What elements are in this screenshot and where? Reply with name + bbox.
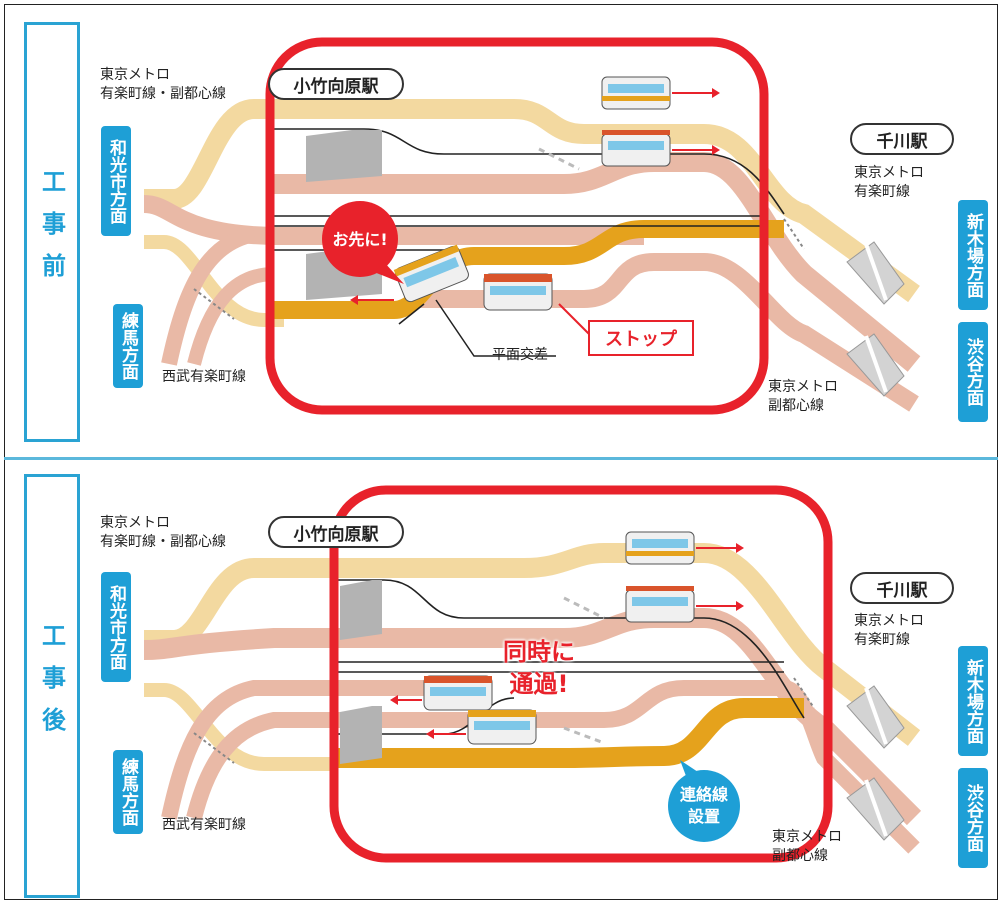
stop-label: ストップ bbox=[588, 320, 694, 356]
line-name-yurakucho: 東京メトロ 有楽町線 bbox=[854, 613, 924, 648]
panel-label-after: 工事後 bbox=[24, 474, 80, 898]
crossing-label: 平面交差 bbox=[492, 347, 548, 363]
track-gold-connection bbox=[334, 698, 804, 768]
line-name-seibu-yurakucho: 西武有楽町線 bbox=[162, 817, 246, 833]
train-stopped bbox=[483, 273, 553, 311]
station-senkawa: 千川駅 bbox=[850, 123, 954, 155]
callout-tail bbox=[374, 262, 404, 284]
dashed-link-1 bbox=[563, 596, 605, 620]
train-fukutoshin-top bbox=[601, 130, 720, 167]
line-name-yurakucho-fukutoshin: 東京メトロ 有楽町線・副都心線 bbox=[100, 515, 226, 550]
train-seibu-outbound bbox=[426, 709, 537, 745]
line-name-yurakucho: 東京メトロ 有楽町線 bbox=[854, 165, 924, 200]
platform-divider-2 bbox=[864, 335, 888, 393]
connection-tail bbox=[680, 760, 698, 776]
train-fukutoshin-outbound bbox=[390, 675, 493, 711]
track-fukutoshin-pink bbox=[143, 608, 922, 826]
platform-1 bbox=[306, 130, 382, 182]
callout-bubble bbox=[322, 201, 398, 277]
simultaneous-passage-label: 同時に 通過! bbox=[503, 638, 575, 698]
stop-leader bbox=[558, 303, 590, 335]
train-fukutoshin-top bbox=[625, 586, 744, 623]
dashed-link-2 bbox=[193, 288, 235, 320]
connection-label: 連絡線 設置 bbox=[679, 785, 728, 826]
direction-shinkiba: 新木場方面 bbox=[958, 200, 988, 310]
rail-line-1 bbox=[334, 579, 805, 719]
station-kotake-mukaihara: 小竹向原駅 bbox=[268, 516, 404, 548]
track-yurakucho-light bbox=[144, 543, 921, 746]
track-gold bbox=[274, 220, 784, 319]
line-name-yurakucho-fukutoshin: 東京メトロ 有楽町線・副都心線 bbox=[100, 67, 226, 102]
train-going-first bbox=[393, 244, 469, 303]
platform-2 bbox=[340, 706, 382, 764]
crossing-leader bbox=[435, 299, 556, 357]
track-pink-low bbox=[404, 253, 919, 412]
panel-label-before: 工事前 bbox=[24, 22, 80, 442]
train-yurakucho-top bbox=[625, 531, 744, 565]
track-nerima-pink-1 bbox=[161, 680, 424, 820]
station-area-frame bbox=[329, 485, 833, 863]
direction-nerima: 練馬方面 bbox=[113, 750, 143, 834]
dashed-link-1 bbox=[538, 147, 580, 171]
platform-1 bbox=[340, 580, 382, 640]
platform-divider-1 bbox=[864, 687, 888, 745]
platform-divider-1 bbox=[864, 243, 888, 301]
direction-shibuya: 渋谷方面 bbox=[958, 322, 988, 422]
dashed-link-4 bbox=[793, 677, 815, 709]
callout-text: お先に! bbox=[332, 230, 388, 249]
dashed-link-3 bbox=[193, 732, 235, 764]
rail-line-5 bbox=[398, 303, 425, 325]
direction-nerima: 練馬方面 bbox=[113, 304, 143, 388]
panel-before: 工事前 東京メトロ 有楽町線・副都心線 小竹向原駅 千川駅 東京メトロ 有楽町線… bbox=[4, 4, 998, 452]
track-nerima-pink-2 bbox=[187, 267, 275, 366]
arrowhead-left-before bbox=[350, 295, 358, 305]
direction-wako: 和光市方面 bbox=[101, 572, 131, 682]
train-yurakucho-top bbox=[601, 76, 720, 110]
track-nerima-pink-1 bbox=[161, 226, 256, 366]
line-name-fukutoshin: 東京メトロ 副都心線 bbox=[768, 379, 838, 414]
connection-bubble bbox=[668, 770, 740, 842]
platform-divider-2 bbox=[864, 779, 888, 837]
line-name-seibu-yurakucho: 西武有楽町線 bbox=[162, 369, 246, 385]
track-diagram-before bbox=[143, 37, 921, 415]
station-area-frame bbox=[265, 37, 769, 415]
diagram-frame bbox=[4, 4, 998, 900]
dashed-link-3 bbox=[783, 218, 805, 250]
station-kotake-mukaihara: 小竹向原駅 bbox=[268, 68, 404, 100]
station-senkawa: 千川駅 bbox=[850, 572, 954, 604]
direction-wako: 和光市方面 bbox=[101, 126, 131, 236]
line-name-fukutoshin: 東京メトロ 副都心線 bbox=[772, 829, 842, 864]
track-diagram-after bbox=[143, 485, 922, 863]
direction-shibuya: 渋谷方面 bbox=[958, 768, 988, 868]
track-seibu-light bbox=[144, 235, 284, 327]
track-nerima-pink-2 bbox=[186, 680, 920, 854]
direction-shinkiba: 新木場方面 bbox=[958, 646, 988, 756]
panel-divider bbox=[4, 457, 998, 460]
dashed-link-2 bbox=[563, 726, 605, 745]
panel-after: 工事後 東京メトロ 有楽町線・副都心線 小竹向原駅 千川駅 東京メトロ 有楽町線… bbox=[4, 458, 998, 906]
track-fukutoshin-pink bbox=[274, 152, 921, 372]
track-pink-mid bbox=[143, 195, 644, 245]
